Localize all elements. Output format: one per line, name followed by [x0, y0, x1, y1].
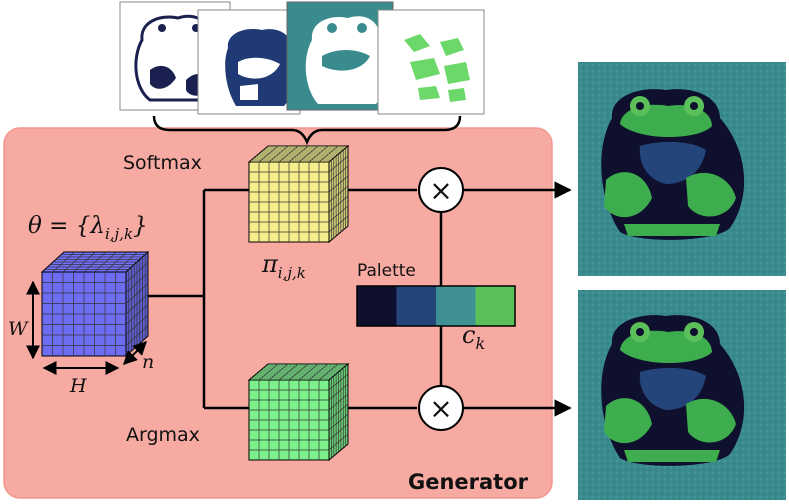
mask-image-2 — [197, 9, 301, 115]
palette-swatch — [357, 286, 397, 326]
brace — [152, 115, 462, 146]
argmax-cube — [247, 362, 350, 462]
dim-h-label: H — [69, 375, 87, 397]
multiply-node-top: × — [418, 167, 464, 213]
generator-panel — [3, 127, 553, 499]
dim-n-label: n — [142, 351, 154, 373]
softmax-label: Softmax — [123, 152, 202, 174]
palette-bar — [356, 285, 516, 327]
multiply-node-bottom: × — [418, 385, 464, 431]
connections — [148, 181, 572, 417]
mask-image-3 — [286, 1, 394, 111]
palette-swatch — [436, 286, 476, 326]
palette-swatch — [396, 286, 436, 326]
dim-w-label: W — [8, 318, 29, 340]
svg-text:×: × — [429, 392, 452, 425]
softmax-cube — [247, 144, 350, 244]
argmax-label: Argmax — [126, 424, 200, 446]
palette-symbol: ck — [462, 321, 485, 353]
pi-label: πi,j,k — [261, 250, 306, 282]
palette-label: Palette — [357, 261, 416, 281]
generator-label: Generator — [408, 470, 529, 494]
mask-image-4 — [377, 9, 485, 115]
output-image-top — [578, 62, 786, 276]
output-image-bottom — [578, 290, 786, 500]
dimension-arrows — [26, 280, 147, 375]
palette-swatch — [475, 286, 515, 326]
svg-text:×: × — [429, 174, 452, 207]
lambda-cube — [40, 250, 150, 358]
theta-formula: θ = {λi,j,k} — [28, 213, 148, 243]
